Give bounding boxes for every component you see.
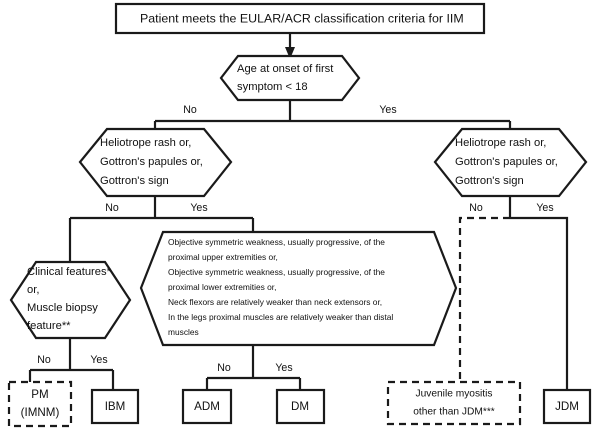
connector-skinright-no-dashed bbox=[458, 216, 510, 382]
node-ibm-box[interactable] bbox=[90, 388, 140, 425]
objective-weakness-line-2: proximal upper extremities or, bbox=[168, 252, 278, 262]
dm-label: DM bbox=[291, 400, 309, 413]
node-juvenile-other-box[interactable] bbox=[386, 380, 522, 426]
skin-signs-left-line-1: Heliotrope rash or, bbox=[100, 137, 191, 149]
node-root-box[interactable] bbox=[114, 2, 486, 35]
branch-label-skinright-yes: Yes bbox=[536, 202, 553, 214]
juvenile-other-line-1: Juvenile myositis bbox=[416, 389, 493, 400]
objective-weakness-line-4: proximal lower extremities or, bbox=[168, 282, 276, 292]
clinical-biopsy-line-1: Clinical features* bbox=[27, 266, 112, 278]
age-onset-line-1: Age at onset of first bbox=[237, 63, 334, 75]
branch-label-skinleft-no: No bbox=[105, 202, 119, 214]
ibm-label: IBM bbox=[105, 400, 126, 413]
node-layer bbox=[7, 2, 592, 428]
age-onset-line-2: symptom < 18 bbox=[237, 81, 308, 93]
branch-label-skinleft-yes: Yes bbox=[190, 202, 207, 214]
node-skin-signs-left-hexagon[interactable] bbox=[78, 127, 233, 198]
clinical-biopsy-line-4: feature** bbox=[27, 320, 71, 332]
pm-imnm-line-1: PM bbox=[31, 388, 48, 401]
objective-weakness-line-5: Neck flexors are relatively weaker than … bbox=[168, 297, 382, 307]
objective-weakness-line-6: In the legs proximal muscles are relativ… bbox=[168, 312, 393, 322]
juvenile-other-line-2: other than JDM*** bbox=[413, 407, 495, 418]
adm-label: ADM bbox=[194, 400, 220, 413]
node-jdm-box[interactable] bbox=[542, 388, 592, 425]
node-dm-box[interactable] bbox=[275, 388, 326, 425]
node-age-onset-hexagon[interactable] bbox=[219, 54, 361, 102]
objective-weakness-line-1: Objective symmetric weakness, usually pr… bbox=[168, 237, 385, 247]
node-objective-weakness-hexagon[interactable] bbox=[139, 230, 458, 347]
node-skin-signs-right-hexagon[interactable] bbox=[433, 127, 588, 198]
skin-signs-right-line-3: Gottron's sign bbox=[455, 175, 524, 187]
objective-weakness-line-3: Objective symmetric weakness, usually pr… bbox=[168, 267, 385, 277]
node-pm-imnm-box[interactable] bbox=[7, 380, 73, 428]
text-layer: Patient meets the EULAR/ACR classificati… bbox=[21, 11, 579, 419]
branch-label-clinical-yes: Yes bbox=[90, 354, 107, 366]
skin-signs-left-line-3: Gottron's sign bbox=[100, 175, 169, 187]
pm-imnm-line-2: (IMNM) bbox=[21, 406, 60, 419]
node-adm-box[interactable] bbox=[181, 388, 233, 425]
branch-label-age-yes: Yes bbox=[379, 104, 396, 116]
skin-signs-right-line-1: Heliotrope rash or, bbox=[455, 137, 546, 149]
branch-label-weakness-no: No bbox=[217, 362, 231, 374]
connector-layer bbox=[28, 33, 569, 390]
skin-signs-left-line-2: Gottron's papules or, bbox=[100, 156, 203, 168]
branch-label-skinright-no: No bbox=[469, 202, 483, 214]
branch-label-age-no: No bbox=[183, 104, 197, 116]
objective-weakness-line-7: muscles bbox=[168, 327, 199, 337]
clinical-biopsy-line-2: or, bbox=[27, 284, 39, 296]
connector-skinright-yes bbox=[510, 216, 569, 390]
clinical-biopsy-line-3: Muscle biopsy bbox=[27, 302, 98, 314]
branch-label-clinical-no: No bbox=[37, 354, 51, 366]
node-clinical-biopsy-hexagon[interactable] bbox=[9, 260, 132, 340]
branch-label-weakness-yes: Yes bbox=[275, 362, 292, 374]
root-label: Patient meets the EULAR/ACR classificati… bbox=[140, 11, 464, 25]
jdm-label: JDM bbox=[555, 400, 579, 413]
skin-signs-right-line-2: Gottron's papules or, bbox=[455, 156, 558, 168]
arrow-head-root-to-age bbox=[285, 47, 295, 59]
